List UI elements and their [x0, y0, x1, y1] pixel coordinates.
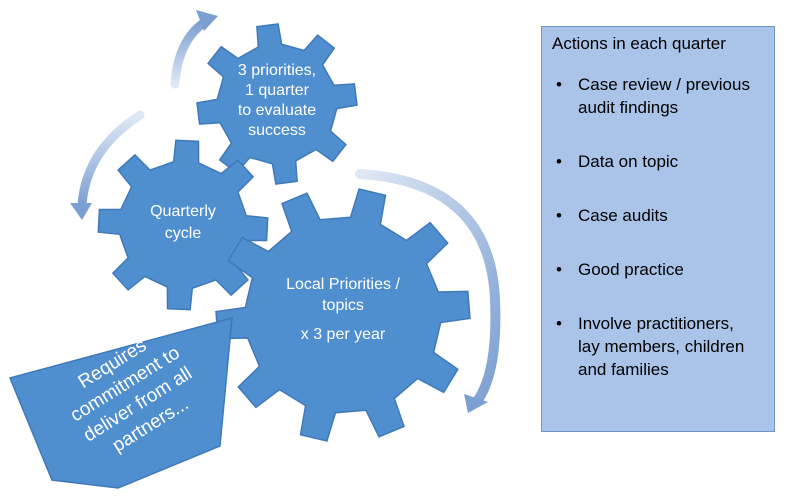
gear-middle-text-2: cycle — [165, 225, 202, 242]
commitment-pentagon — [8, 316, 233, 489]
action-item: Good practice — [552, 258, 764, 281]
action-item-line: Involve practitioners, — [578, 314, 734, 333]
arrow-to-middle-gear — [77, 110, 145, 210]
gear-top-shape — [196, 23, 358, 185]
gear-top — [196, 23, 358, 185]
gear-top-text-4: success — [248, 122, 306, 139]
gear-top-text-2: 1 quarter — [245, 82, 310, 99]
action-item: Case review / previous audit findings — [552, 73, 764, 119]
gear-middle-text-1: Quarterly — [150, 203, 216, 220]
gear-large-text-3: x 3 per year — [301, 326, 386, 343]
arrow-to-top-gear-head — [196, 10, 218, 31]
action-item: Case audits — [552, 204, 764, 227]
gear-top-text-1: 3 priorities, — [238, 62, 316, 79]
action-item: Involve practitioners, lay members, chil… — [552, 312, 764, 381]
action-item-line: audit findings — [578, 98, 679, 117]
gear-large-shape — [215, 188, 471, 442]
action-item-line: Case audits — [578, 206, 668, 225]
gear-top-text-3: to evaluate — [238, 102, 316, 119]
actions-title: Actions in each quarter — [552, 34, 726, 53]
gear-large-text-2: topics — [322, 297, 364, 314]
action-item-line: Data on topic — [578, 152, 679, 171]
actions-list: Case review / previous audit findings Da… — [552, 73, 764, 381]
arrow-to-large-gear-head — [464, 394, 488, 413]
action-item-line: Case review / previous — [578, 75, 750, 94]
gear-large-text-1: Local Priorities / — [286, 276, 400, 293]
gear-middle — [97, 139, 269, 311]
action-item-line: and families — [578, 360, 669, 379]
action-item-line: Good practice — [578, 260, 684, 279]
action-item: Data on topic — [552, 150, 764, 173]
arrow-to-top-gear — [170, 17, 210, 89]
arrow-to-middle-gear-head — [70, 203, 92, 220]
gear-large — [215, 188, 471, 442]
arrow-to-large-gear — [355, 169, 501, 405]
gear-middle-shape — [97, 139, 269, 311]
action-item-line: lay members, children — [578, 337, 745, 356]
actions-panel: Actions in each quarter Case review / pr… — [541, 26, 775, 432]
